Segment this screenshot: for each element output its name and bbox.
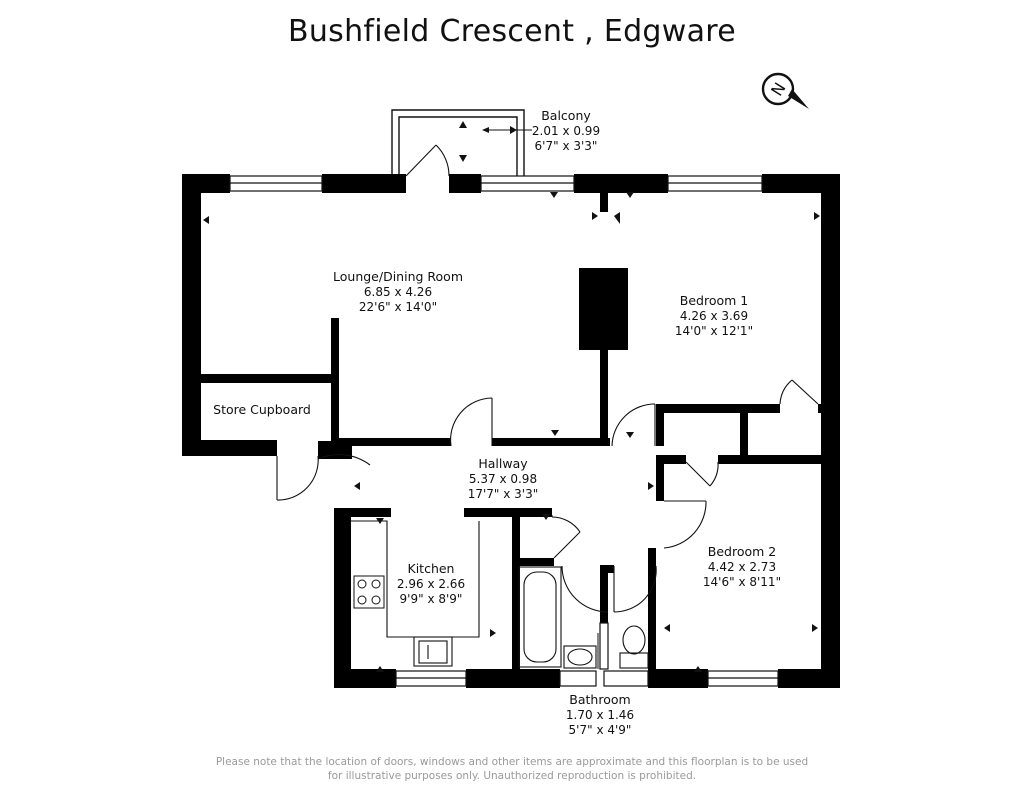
toilet-icon (619, 625, 649, 669)
measurement-arrows (203, 121, 820, 672)
hallway-imperial: 17'7" x 3'3" (468, 487, 539, 501)
lounge-metric: 6.85 x 4.26 (364, 285, 432, 299)
label-lounge: Lounge/Dining Room 6.85 x 4.26 22'6" x 1… (333, 269, 463, 314)
label-kitchen: Kitchen 2.96 x 2.66 9'9" x 8'9" (397, 561, 465, 606)
lounge-name: Lounge/Dining Room (333, 269, 463, 284)
balcony-outline (391, 109, 525, 176)
bedroom2-metric: 4.42 x 2.73 (708, 560, 776, 574)
bedroom1-name: Bedroom 1 (680, 293, 748, 308)
bathroom-name: Bathroom (569, 692, 630, 707)
hallway-name: Hallway (478, 456, 528, 471)
walls (182, 174, 840, 688)
balcony-imperial: 6'7" x 3'3" (535, 139, 598, 153)
compass-icon: N (761, 72, 809, 109)
label-bedroom2: Bedroom 2 4.42 x 2.73 14'6" x 8'11" (703, 544, 781, 589)
kitchen-metric: 2.96 x 2.66 (397, 577, 465, 591)
hallway-metric: 5.37 x 0.98 (469, 472, 537, 486)
hob-icon (353, 575, 385, 609)
windows (229, 175, 779, 687)
kitchen-units (351, 520, 480, 667)
label-balcony: Balcony 2.01 x 0.99 6'7" x 3'3" (532, 108, 600, 153)
balcony-metric: 2.01 x 0.99 (532, 124, 600, 138)
balcony-name: Balcony (541, 108, 591, 123)
bath-icon (518, 566, 562, 668)
basin-icon (563, 645, 597, 669)
lounge-imperial: 22'6" x 14'0" (359, 300, 437, 314)
label-bedroom1: Bedroom 1 4.26 x 3.69 14'0" x 12'1" (675, 293, 753, 338)
bedroom1-imperial: 14'0" x 12'1" (675, 324, 753, 338)
bedroom1-metric: 4.26 x 3.69 (680, 309, 748, 323)
kitchen-name: Kitchen (408, 561, 455, 576)
doors (276, 144, 819, 613)
kitchen-imperial: 9'9" x 8'9" (400, 592, 463, 606)
bedroom2-name: Bedroom 2 (708, 544, 776, 559)
room-labels: Balcony 2.01 x 0.99 6'7" x 3'3" Lounge/D… (213, 108, 781, 737)
plan-title: Bushfield Crescent , Edgware (287, 14, 737, 49)
label-hallway: Hallway 5.37 x 0.98 17'7" x 3'3" (468, 456, 539, 501)
bathroom-imperial: 5'7" x 4'9" (569, 723, 632, 737)
bedroom2-imperial: 14'6" x 8'11" (703, 575, 781, 589)
disclaimer-text: Please note that the location of doors, … (215, 756, 809, 782)
label-bathroom: Bathroom 1.70 x 1.46 5'7" x 4'9" (566, 692, 634, 737)
bathroom-metric: 1.70 x 1.46 (566, 708, 634, 722)
store-name: Store Cupboard (213, 402, 311, 417)
label-store: Store Cupboard (213, 402, 311, 417)
